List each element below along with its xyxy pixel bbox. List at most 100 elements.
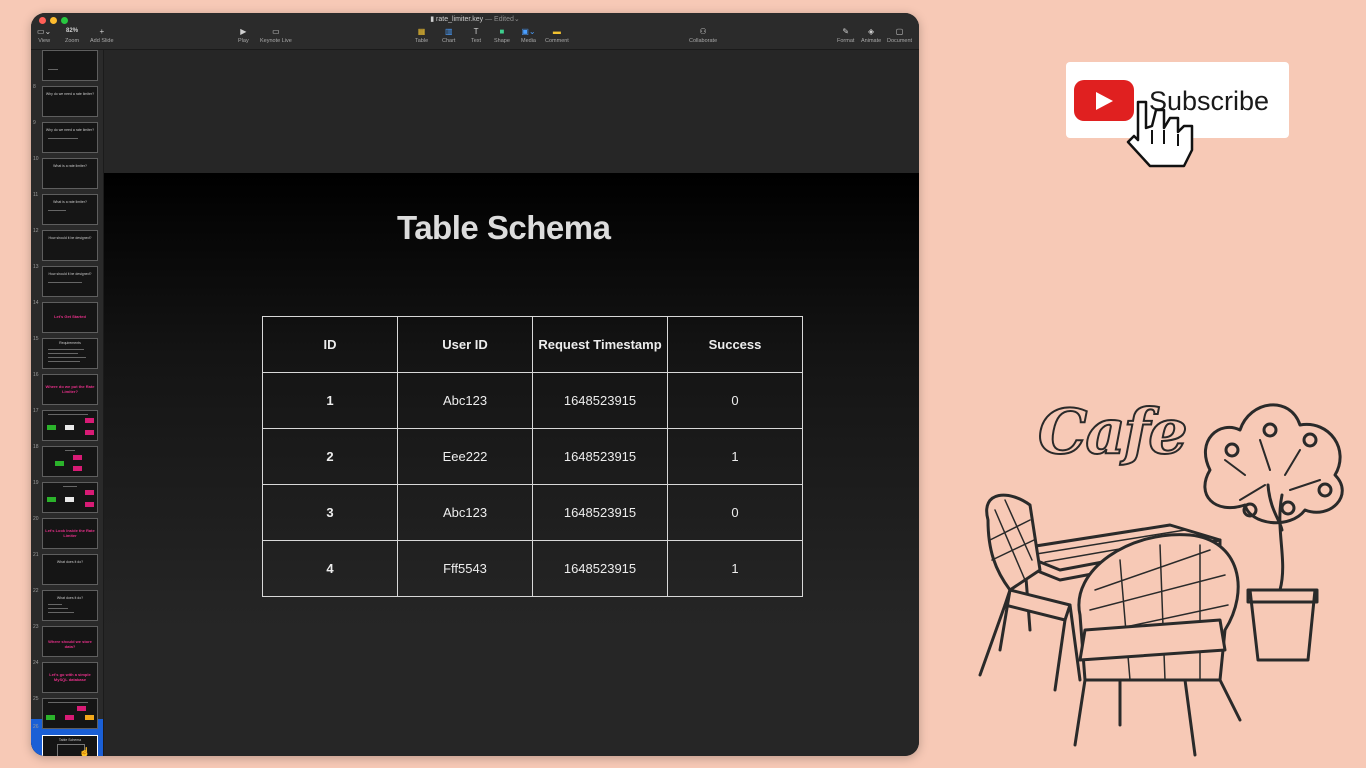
slide-thumbnail-18[interactable]	[42, 410, 98, 441]
table-cell: 1648523915	[532, 372, 668, 429]
youtube-play-icon	[1074, 80, 1134, 121]
header-cell: ID	[262, 316, 398, 373]
pink-box	[85, 490, 94, 495]
slide-thumbnail-15[interactable]: Let's Get Started	[42, 302, 98, 333]
document-button[interactable]: ▢Document	[887, 27, 913, 44]
text-line	[48, 702, 88, 703]
text-line	[48, 361, 80, 362]
format-button[interactable]: ✎Format	[837, 27, 855, 44]
media-button[interactable]: ▣⌄Media	[521, 27, 536, 44]
green-box	[55, 461, 64, 466]
slide-number: 8	[33, 84, 36, 90]
comment-button[interactable]: ▬Comment	[545, 27, 569, 44]
pink-box	[73, 466, 82, 471]
traffic-lights	[39, 17, 68, 24]
slide-number: 25	[33, 696, 39, 702]
slide-thumbnail-19[interactable]	[42, 446, 98, 477]
slide-thumbnail-25[interactable]: Let's go with a simple MySQL database	[42, 662, 98, 693]
text-line	[48, 282, 82, 283]
green-box	[46, 715, 55, 720]
slide-thumbnail-13[interactable]: How should it be designed?	[42, 230, 98, 261]
cafe-lettering: Cafe	[1037, 394, 1189, 469]
slide-canvas: Table Schema ID User ID Request Timestam…	[104, 50, 919, 756]
collaborate-button[interactable]: ⚇Collaborate	[689, 27, 718, 44]
slide-thumbnail-9[interactable]: Why do we need a rate limiter?	[42, 86, 98, 117]
slide-number: 22	[33, 588, 39, 594]
slide-thumbnail-26[interactable]	[42, 698, 98, 729]
document-title: ▮ rate_limiter.key — Edited⌄	[31, 15, 919, 23]
play-button[interactable]: ▶Play	[238, 27, 249, 44]
add-slide-button[interactable]: +Add Slide	[90, 27, 114, 44]
slide-number: 14	[33, 300, 39, 306]
slide-thumbnail-23[interactable]: What does it do?	[42, 590, 98, 621]
table-row: 3 Abc123 1648523915 0	[262, 484, 803, 541]
slide-number: 13	[33, 264, 39, 270]
table-cell: 4	[262, 540, 398, 597]
chart-button[interactable]: ▥Chart	[442, 27, 456, 44]
table-cell: 1	[667, 540, 803, 597]
keynote-live-button[interactable]: ▭Keynote Live	[260, 27, 292, 44]
text-line	[48, 604, 62, 605]
slide-thumbnail-27-selected[interactable]: Table Schema☝	[42, 735, 98, 756]
shape-icon: ■	[499, 27, 505, 36]
text-line	[48, 612, 74, 613]
text-line	[48, 210, 66, 211]
slide-number: 15	[33, 336, 39, 342]
table-preview	[57, 744, 85, 756]
pink-box	[85, 430, 94, 435]
slide-thumbnail-10[interactable]: Why do we need a rate limiter?	[42, 122, 98, 153]
slide-number: 10	[33, 156, 39, 162]
header-cell: User ID	[397, 316, 533, 373]
table-cell: 1648523915	[532, 484, 668, 541]
current-slide[interactable]: Table Schema ID User ID Request Timestam…	[104, 173, 919, 631]
chart-icon: ▥	[444, 27, 453, 36]
text-line	[48, 138, 78, 139]
text-icon: T	[473, 27, 479, 36]
slide-thumbnail-21[interactable]: Let's Look Inside the Rate Limiter	[42, 518, 98, 549]
slide-thumbnail-8[interactable]	[42, 50, 98, 81]
view-button[interactable]: ▭⌄View	[37, 27, 52, 44]
zoom-button[interactable]: 82%Zoom	[65, 28, 80, 44]
table-cell: Abc123	[397, 484, 533, 541]
subscribe-label: Subscribe	[1149, 86, 1270, 116]
minimize-button[interactable]	[50, 17, 57, 24]
white-box	[65, 425, 74, 430]
table-button[interactable]: ▦Table	[415, 27, 429, 44]
close-button[interactable]	[39, 17, 46, 24]
zoom-window-button[interactable]	[61, 17, 68, 24]
pink-box	[73, 455, 82, 460]
document-icon: ▮	[430, 16, 435, 23]
slide-thumbnail-16[interactable]: Requirements	[42, 338, 98, 369]
pink-box	[65, 715, 74, 720]
slide-thumbnail-17[interactable]: Where do we put the Rate Limiter?	[42, 374, 98, 405]
slide-number: 11	[33, 192, 39, 198]
animate-button[interactable]: ◈Animate	[861, 27, 882, 44]
text-line	[48, 69, 58, 70]
slide-thumbnail-12[interactable]: What is a rate limiter?	[42, 194, 98, 225]
schema-table[interactable]: ID User ID Request Timestamp Success 1 A…	[262, 316, 803, 597]
comment-icon: ▬	[552, 27, 561, 36]
text-line	[65, 450, 75, 451]
format-icon: ✎	[842, 27, 850, 36]
subscribe-button[interactable]: Subscribe	[1066, 62, 1289, 168]
pointer-cursor-icon: ☝	[79, 747, 91, 756]
orange-box	[85, 715, 94, 720]
slide-thumbnail-14[interactable]: How should it be designed?	[42, 266, 98, 297]
slide-thumbnail-24[interactable]: Where should we store data?	[42, 626, 98, 657]
slide-number: 21	[33, 552, 39, 558]
cafe-furniture-illustration	[978, 403, 1344, 757]
table-cell: Fff5543	[397, 540, 533, 597]
shape-button[interactable]: ■Shape	[494, 27, 510, 44]
table-cell: 1	[667, 428, 803, 485]
slide-title: Table Schema	[397, 209, 611, 246]
slide-thumbnail-22[interactable]: What does it do?	[42, 554, 98, 585]
slide-number: 12	[33, 228, 39, 234]
green-box	[47, 425, 56, 430]
slide-thumbnail-20[interactable]	[42, 482, 98, 513]
text-line	[48, 357, 86, 358]
slide-number: 23	[33, 624, 39, 630]
table-cell: 1648523915	[532, 540, 668, 597]
slide-thumbnail-11[interactable]: What is a rate limiter?	[42, 158, 98, 189]
table-row: 1 Abc123 1648523915 0	[262, 372, 803, 429]
